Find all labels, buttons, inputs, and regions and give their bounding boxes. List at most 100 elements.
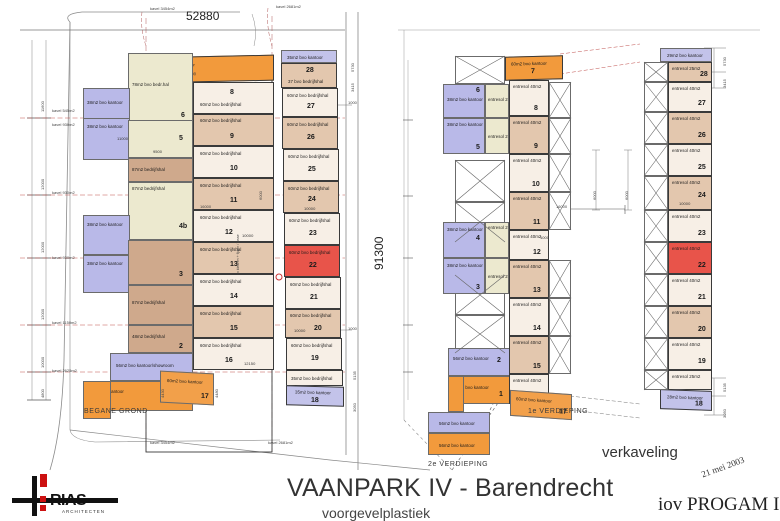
unit-3-fl[interactable]: 38m2 bvo kantoor 3 <box>443 258 485 294</box>
unit-6-number: 6 <box>181 112 185 119</box>
unit-3-kantoor-bg[interactable]: 38m2 bvo kantoor <box>83 255 130 293</box>
unit-8-fl[interactable]: entresol 40m2 8 <box>509 80 549 116</box>
unit-26-bg[interactable]: 60m2 bvo bedrijfshal 26 <box>282 117 338 149</box>
unit-11-bg[interactable]: 60m2 bvo bedrijfshal 11 <box>193 178 274 210</box>
unit-7-fl-number: 7 <box>531 67 535 76</box>
unit-2-fl[interactable]: 56m2 bvo kantoor 2 <box>448 348 510 376</box>
unit-10-fl-desc: entresol 40m2 <box>513 158 542 163</box>
entresol-29-b[interactable]: entresol 29m2 <box>485 118 509 154</box>
entresol-29-a[interactable]: entresol 29m2 <box>485 84 509 118</box>
unit-11-fl-desc: entresol 40m2 <box>513 196 542 201</box>
unit-12-bg[interactable]: 60m2 bvo bedrijfshal 12 10000 <box>193 210 274 242</box>
unit-25-fl[interactable]: entresol 40m2 25 <box>668 144 712 176</box>
far-dim-3: 5135 <box>722 383 727 392</box>
unit-27-fl[interactable]: entresol 40m2 27 <box>668 82 712 112</box>
unit-2-bg[interactable]: 48m2 bedrijfshal 2 <box>128 325 193 353</box>
entresol-29-b-desc: entresol 29m2 <box>488 134 508 139</box>
unit-25-fl-desc: entresol 40m2 <box>672 148 701 153</box>
kavel-bottom-2: kavel 2681m2 <box>268 440 293 445</box>
void-box-far-11 <box>644 370 668 390</box>
void-box-far-5 <box>644 176 668 210</box>
unit-12-fl[interactable]: entresol 40m2 12 10000 <box>509 230 549 260</box>
unit-22-fl[interactable]: entresol 40m2 22 <box>668 242 712 274</box>
unit-28-bg[interactable]: 28 37 bvo bedrijfshal <box>281 63 337 88</box>
unit-26-fl-desc: entresol 40m2 <box>672 116 701 121</box>
unit-21-fl[interactable]: entresol 40m2 21 <box>668 274 712 306</box>
unit-18-bg[interactable]: 35m2 bvo kantoor 18 <box>286 385 344 407</box>
unit-17-fl[interactable]: 60m2 bvo kantoor 17 <box>510 389 572 421</box>
unit-13-bg[interactable]: 60m2 bvo bedrijfshal 13 <box>193 242 274 274</box>
unit-8-fl-number: 8 <box>534 105 538 112</box>
unit-28-fl[interactable]: entresol 25m2 28 <box>668 62 712 82</box>
unit-8-bg[interactable]: 60m2 bvo bedrijfshal 8 <box>193 82 274 114</box>
fl-dim-6000-b: 6000 <box>624 191 629 200</box>
unit-15-bg[interactable]: 60m2 bvo bedrijfshal 15 <box>193 306 274 338</box>
unit-5-fl[interactable]: 38m2 bvo kantoor 5 <box>443 118 485 154</box>
label-begane-grond: BEGANE GROND <box>84 408 148 415</box>
far-dim-4: 3050 <box>722 409 727 418</box>
unit-17-fl-desc: 60m2 bvo kantoor <box>516 396 552 404</box>
unit-4-fl-number: 4 <box>476 235 480 242</box>
unit-3b-bg[interactable]: 87m2 bedrijfshal <box>128 285 193 325</box>
unit-18-fl-entresol[interactable]: entresol 25m2 <box>668 370 712 390</box>
unit-2-fl-desc: 56m2 bvo kantoor <box>453 356 489 361</box>
unit-5-lower-bg[interactable]: 38m2 bvo kantoor 11000 <box>83 118 130 160</box>
unit-14-fl[interactable]: entresol 40m2 14 <box>509 298 549 336</box>
unit-26-fl[interactable]: entresol 40m2 26 <box>668 112 712 144</box>
unit-24-bg[interactable]: 60m2 bvo bedrijfshal 24 10000 <box>283 181 339 213</box>
unit-7-fl-desc: 60m2 bvo kantoor <box>511 60 547 67</box>
unit-18-fl[interactable]: 28m2 bvo kantoor 18 <box>660 389 712 411</box>
unit-10-fl[interactable]: entresol 40m2 10 <box>509 154 549 192</box>
unit-23-bg[interactable]: 60m2 bvo bedrijfshal 23 <box>284 213 340 245</box>
unit-3-fl-number: 3 <box>476 284 480 291</box>
unit-4-fl[interactable]: 38m2 bvo kantoor 4 <box>443 222 485 258</box>
unit-9-bg[interactable]: 60m2 bvo bedrijfshal 9 <box>193 114 274 146</box>
entresol-29-c[interactable]: entresol 29m2 <box>485 222 509 258</box>
unit-27-bg[interactable]: 60m2 bvo bedrijfshal 27 <box>282 88 338 117</box>
unit-15-fl[interactable]: entresol 40m2 15 <box>509 336 549 374</box>
unit-19-bg[interactable]: 60m2 bvo bedrijfshal 19 <box>286 338 342 370</box>
unit-6-fl[interactable]: 38m2 bvo kantoor 6 <box>443 84 485 118</box>
unit-7-fl[interactable]: 60m2 bvo kantoor 7 <box>505 55 563 81</box>
unit-28-kantoor-bg[interactable]: 35m2 bvo kantoor <box>281 50 337 63</box>
unit-13-fl[interactable]: entresol 40m2 13 <box>509 260 549 298</box>
unit-10-bg[interactable]: 60m2 bvo bedrijfshal 10 <box>193 146 274 178</box>
unit-21-bg[interactable]: 60m2 bvo bedrijfshal 21 <box>285 277 341 309</box>
second-floor-unit-2[interactable]: 56m2 bvo kantoor <box>428 433 490 455</box>
unit-20-fl[interactable]: entresol 40m2 20 <box>668 306 712 338</box>
unit-11-fl[interactable]: entresol 40m2 11 <box>509 192 549 230</box>
logo-bar-horizontal <box>12 498 118 503</box>
unit-24-fl[interactable]: entresol 40m2 24 10000 <box>668 176 712 210</box>
unit-20-desc: 60m2 bvo bedrijfshal <box>290 313 332 318</box>
label-2e-verdieping: 2e VERDIEPING <box>428 461 489 468</box>
unit-5-right-bg[interactable]: 5 9500 <box>128 120 193 158</box>
unit-4-upper-bg[interactable]: 87m2 bedrijfshal <box>128 158 193 182</box>
unit-3-desc: 38m2 bvo kantoor <box>87 261 123 266</box>
unit-9-fl-number: 9 <box>534 143 538 150</box>
logo-bar-vertical <box>32 476 37 516</box>
unit-27-desc: 60m2 bvo bedrijfshal <box>287 93 329 98</box>
unit-23-fl[interactable]: entresol 40m2 23 <box>668 210 712 242</box>
kavel-note-2: kavel 930m2 <box>52 122 75 127</box>
unit-20-bg[interactable]: 60m2 bvo bedrijfshal 20 10000 <box>285 309 341 338</box>
unit-3-right-bg[interactable]: 3 <box>128 240 193 285</box>
mid-dim-3: 1000 <box>348 100 357 105</box>
entresol-29-d[interactable]: entresol 29m2 <box>485 258 509 294</box>
second-floor-unit-1[interactable]: 56m2 bvo kantoor <box>428 412 490 433</box>
unit-28-fl-kantoor[interactable]: 29m2 bvo kantoor <box>660 48 712 62</box>
unit-22-bg[interactable]: 60m2 bvo bedrijfshal 22 <box>284 245 340 277</box>
unit-6-bg[interactable]: 78m2 bvo bedr.hal 6 <box>128 53 193 121</box>
unit-17-bg[interactable]: 60m2 bvo kantoor 17 <box>160 370 214 406</box>
unit-9-fl[interactable]: entresol 40m2 9 <box>509 116 549 154</box>
unit-25-bg[interactable]: 60m2 bvo bedrijfshal 25 <box>283 149 339 181</box>
unit-18-hal-bg[interactable]: 35m2 bvo bedrijfshal <box>286 370 343 386</box>
logo-red-block-top <box>40 474 47 487</box>
unit-4-kantoor-bg[interactable]: 38m2 bvo kantoor <box>83 215 130 255</box>
unit-4-number: 4b <box>179 223 188 230</box>
page-title: VAANPARK IV - Barendrecht <box>287 474 614 502</box>
unit-19-desc: 60m2 bvo bedrijfshal <box>291 343 333 348</box>
unit-16-bg[interactable]: 60m2 bvo bedrijfshal 16 12150 <box>193 338 274 370</box>
unit-4-lower-bg[interactable]: 87m2 bedrijfshal 4b <box>128 182 193 240</box>
unit-19-fl[interactable]: entresol 40m2 19 <box>668 338 712 370</box>
unit-14-bg[interactable]: 60m2 bvo bedrijfshal 14 <box>193 274 274 306</box>
